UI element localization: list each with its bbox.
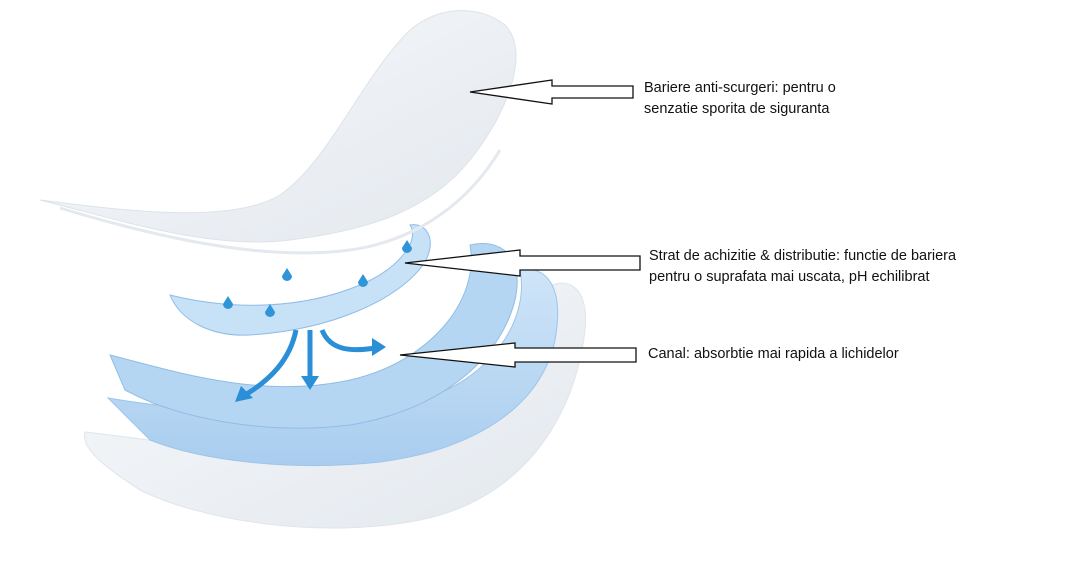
- annotation-line: Bariere anti-scurgeri: pentru o: [644, 80, 836, 96]
- callout-arrow-1: [469, 79, 634, 105]
- annotation-anti-leak-barrier: Bariere anti-scurgeri: pentru o senzatie…: [644, 78, 836, 120]
- annotation-line: pentru o suprafata mai uscata, pH echili…: [649, 269, 930, 285]
- annotation-line: senzatie sporita de siguranta: [644, 101, 830, 117]
- annotation-line: Strat de achizitie & distributie: functi…: [649, 248, 957, 264]
- flow-arrows: [243, 328, 376, 398]
- acquisition-layer: [169, 224, 431, 336]
- annotation-line: Canal: absorbtie mai rapida a lichidelor: [648, 346, 899, 362]
- callout-arrow-2: [404, 249, 641, 277]
- annotation-channel: Canal: absorbtie mai rapida a lichidelor: [648, 344, 899, 365]
- top-sheet: [39, 10, 517, 243]
- callout-arrow-3: [399, 342, 637, 368]
- annotation-acquisition-layer: Strat de achizitie & distributie: functi…: [649, 246, 956, 288]
- droplet-icons: [223, 240, 412, 317]
- arrowheads: [235, 338, 386, 402]
